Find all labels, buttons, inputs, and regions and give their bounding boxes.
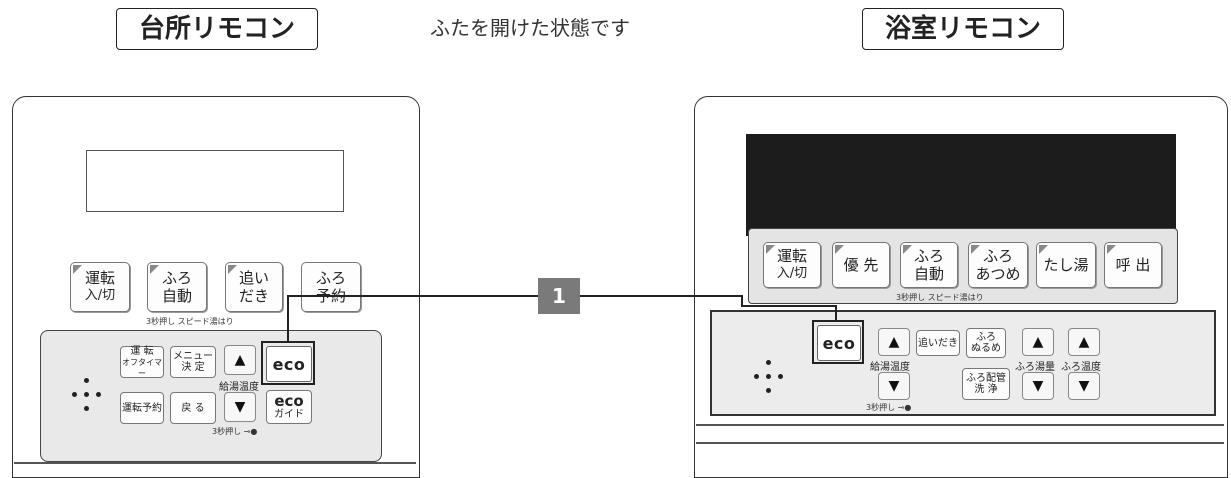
kitchen-lid-edge (14, 462, 416, 464)
bath-oidaki-button[interactable]: 追いだき (916, 330, 960, 356)
mic-dot (766, 388, 771, 393)
mic-dot (84, 406, 89, 411)
kitchen-oidaki-button[interactable]: 追い だき (225, 262, 283, 312)
kitchen-temp-up-button[interactable]: ▲ (224, 345, 256, 375)
bath-display (746, 134, 1176, 236)
bath-eco-button[interactable]: eco (817, 325, 861, 361)
mic-dot (766, 374, 771, 379)
mic-dot (96, 392, 101, 397)
mic-dot (84, 392, 89, 397)
kitchen-temp-down-button[interactable]: ▼ (224, 392, 256, 422)
kitchen-eco-guide-button[interactable]: eco ガイド (266, 390, 312, 424)
kitchen-display (86, 150, 344, 212)
kitchen-run-reserve-button[interactable]: 運転予約 (120, 392, 164, 424)
bath-run-button[interactable]: 運転 入/切 (763, 242, 821, 288)
lid-open-caption: ふたを開けた状態です (430, 16, 630, 40)
kitchen-run-button[interactable]: 運転 入/切 (70, 262, 130, 312)
kitchen-furo-reserve-button[interactable]: ふろ 予約 (301, 262, 361, 312)
bath-furo-auto-button[interactable]: ふろ 自動 (900, 242, 958, 288)
bath-temp-up-button[interactable]: ▲ (878, 328, 910, 356)
kitchen-furo-auto-button[interactable]: ふろ 自動 (147, 262, 207, 312)
kitchen-eco-highlight (261, 341, 315, 385)
bath-lock-note: 3秒押し ⊸● (866, 403, 912, 412)
key-icon: ⊸● (895, 403, 912, 412)
bath-furo-temp-up-button[interactable]: ▲ (1068, 328, 1100, 356)
kitchen-lock-note: 3秒押し ⊸● (212, 427, 258, 436)
bath-temp-label: 給湯温度 (870, 362, 910, 373)
kitchen-back-button[interactable]: 戻 る (170, 392, 216, 424)
bath-call-button[interactable]: 呼 出 (1104, 242, 1162, 288)
kitchen-remote-title: 台所リモコン (116, 8, 318, 50)
bath-lid-edge (696, 424, 1224, 426)
bath-eco-highlight (812, 320, 864, 364)
bath-pipe-clean-button[interactable]: ふろ配管 洗 浄 (962, 368, 1010, 400)
bath-volume-label: ふろ湯量 (1015, 362, 1055, 373)
bath-atsume-button[interactable]: ふろ あつめ (968, 242, 1028, 288)
bath-3sec-note: 3秒押し スピード湯はり (896, 293, 984, 302)
mic-dot (84, 378, 89, 383)
bath-tashiyu-button[interactable]: たし湯 (1036, 242, 1096, 288)
bath-volume-up-button[interactable]: ▲ (1022, 328, 1054, 356)
bath-volume-down-button[interactable]: ▼ (1022, 372, 1054, 400)
kitchen-menu-button[interactable]: メニュー 決 定 (170, 346, 216, 378)
bath-lid-edge (696, 442, 1224, 444)
kitchen-eco-button[interactable]: eco (266, 346, 312, 382)
mic-dot (754, 374, 759, 379)
bath-furo-temp-down-button[interactable]: ▼ (1068, 372, 1100, 400)
kitchen-off-timer-button[interactable]: 運 転 オフタイマー (120, 345, 164, 378)
kitchen-3sec-note: 3秒押し スピード湯はり (146, 317, 234, 326)
bath-furo-temp-label: ふろ温度 (1061, 362, 1101, 373)
bath-remote-title: 浴室リモコン (862, 8, 1064, 50)
bath-temp-down-button[interactable]: ▼ (878, 372, 910, 400)
mic-dot (72, 392, 77, 397)
key-icon: ⊸● (241, 427, 258, 436)
bath-priority-button[interactable]: 優 先 (832, 242, 890, 288)
callout-number-badge: 1 (538, 278, 580, 314)
kitchen-temp-label: 給湯温度 (219, 382, 259, 393)
bath-nurume-button[interactable]: ふろ ぬるめ (966, 328, 1006, 358)
mic-dot (766, 360, 771, 365)
mic-dot (778, 374, 783, 379)
